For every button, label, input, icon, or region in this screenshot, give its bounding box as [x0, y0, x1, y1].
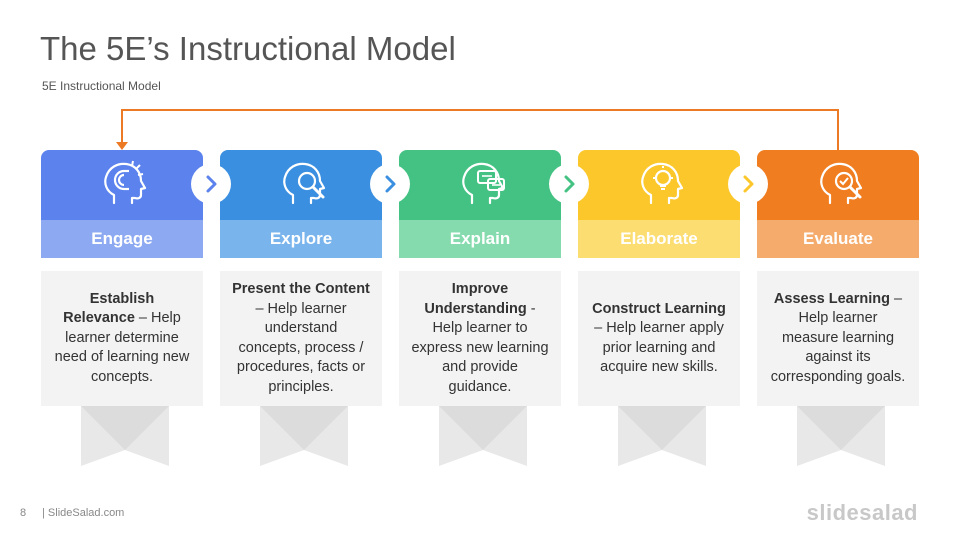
footer-site: | SlideSalad.com — [42, 507, 125, 519]
page-number: 8 — [20, 507, 27, 519]
chevron-right-icon — [191, 164, 231, 204]
head-magnifier-icon — [283, 162, 326, 205]
stage-label: Explore — [220, 220, 382, 258]
stage-header — [399, 150, 561, 220]
stage-description-text: – Help learner determine need of learnin… — [54, 310, 190, 385]
stage-label: Evaluate — [757, 220, 919, 258]
stage-description-heading: Assess Learning — [773, 290, 890, 307]
stage-description-text: – Help learner measure learning against … — [770, 290, 906, 385]
page-subtitle: 5E Instructional Model — [42, 79, 161, 93]
chevron-right-icon — [728, 164, 768, 204]
stage-header — [41, 150, 203, 220]
head-check-icon — [820, 162, 863, 205]
stage-description-text: – Help learner understand concepts, proc… — [236, 300, 366, 395]
ribbon-tail — [260, 406, 348, 466]
stage-description-heading: Construct Learning — [592, 300, 726, 317]
ribbon-tail — [618, 406, 706, 466]
stage-header — [578, 150, 740, 220]
stage-description-text: – Help learner apply prior learning and … — [594, 320, 724, 375]
stage-description-text: - Help learner to express new learning a… — [411, 300, 549, 395]
stage-description: Construct Learning – Help learner apply … — [578, 271, 740, 466]
stage-description-heading: Present the Content — [232, 281, 370, 297]
brand-logo: slidesalad — [806, 500, 918, 525]
stage-label: Engage — [41, 220, 203, 258]
ribbon-tail — [81, 406, 169, 466]
stage-description: Present the Content – Help learner under… — [220, 271, 382, 466]
head-speech-icon — [462, 162, 505, 205]
stage-label: Explain — [399, 220, 561, 258]
ribbon-tail — [797, 406, 885, 466]
stage-label: Elaborate — [578, 220, 740, 258]
stage-description-heading: Improve Understanding — [424, 281, 527, 317]
chevron-right-icon — [370, 164, 410, 204]
stage-header — [220, 150, 382, 220]
ribbon-tail — [439, 406, 527, 466]
chevron-right-icon — [549, 164, 589, 204]
stage-description: Assess Learning – Help learner measure l… — [757, 271, 919, 466]
page-title: The 5E’s Instructional Model — [40, 30, 456, 67]
stage-header — [757, 150, 919, 220]
stage-description: Improve Understanding - Help learner to … — [399, 271, 561, 466]
stage-description-heading: Establish Relevance — [63, 290, 155, 327]
head-lightbulb-icon — [641, 162, 684, 205]
stage-description: Establish Relevance – Help learner deter… — [41, 271, 203, 466]
head-magnet-icon — [104, 160, 147, 205]
